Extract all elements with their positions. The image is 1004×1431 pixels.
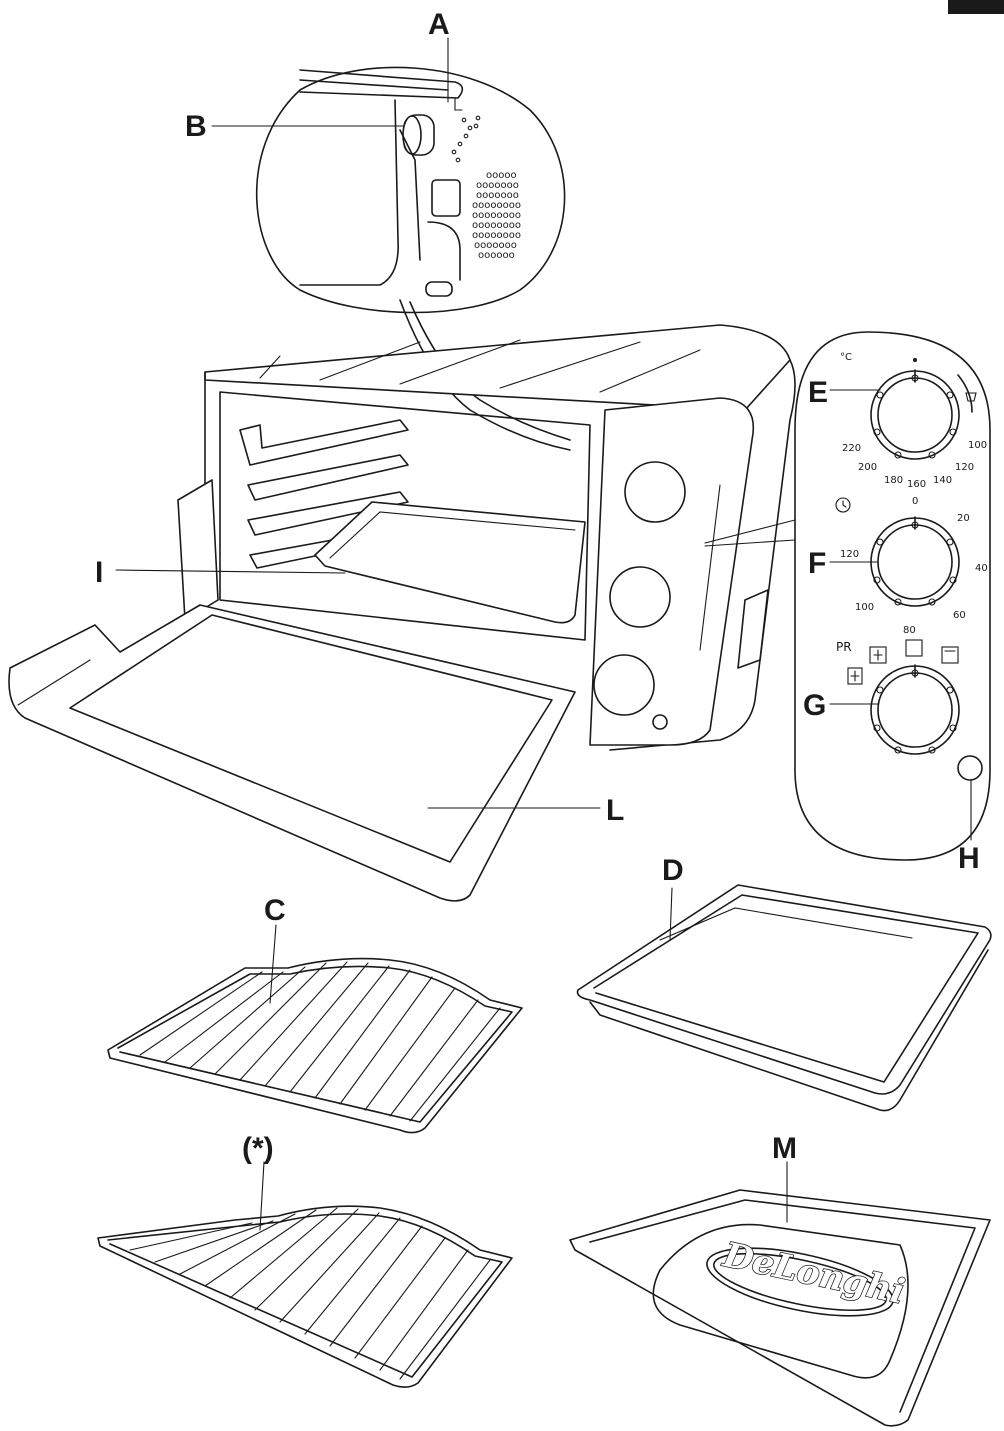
corner-tab [948,0,1004,14]
dial-temperature [870,358,977,460]
timer-120: 120 [840,549,859,560]
defrost-icon [847,667,863,685]
label-e: E [808,376,828,409]
temp-120: 120 [955,462,974,473]
temp-200: 200 [858,462,877,473]
svg-text:oooooooo: oooooooo [472,210,521,221]
timer-60: 60 [953,610,966,621]
svg-text:oooooooo: oooooooo [472,220,521,231]
temp-160: 160 [907,479,926,490]
mode-pr: PR [836,640,852,654]
label-a: A [428,8,450,41]
label-i: I [95,556,103,589]
label-f: F [808,547,826,580]
grille-holes: ooooo ooooooo ooooooo oooooooo oooooooo … [472,170,521,261]
control-panel-zoom: °C 220 200 180 160 140 120 100 0 20 40 6… [704,331,991,861]
timer-80: 80 [903,625,916,636]
label-optional: (*) [242,1132,274,1165]
clock-icon [835,497,851,513]
indicator-light-zoom [957,755,983,781]
temp-140: 140 [933,475,952,486]
baking-tray-d [576,884,992,1112]
label-b: B [185,110,207,143]
wire-rack-optional [97,1205,513,1388]
svg-text:oooooooo: oooooooo [472,200,521,211]
pot-icon [965,392,977,402]
wire-rack-c [107,957,523,1134]
vent-holes [451,115,481,163]
oven-icon [905,639,923,657]
temp-220: 220 [842,443,861,454]
svg-text:ooooooo: ooooooo [474,240,517,251]
knob-middle [609,566,671,628]
fan-icon [869,646,887,664]
leader-lines [115,37,972,1231]
timer-100: 100 [855,602,874,613]
svg-text:ooooo: ooooo [486,170,517,181]
svg-text:oooooo: oooooo [478,250,515,261]
dial-function [870,664,960,755]
crumb-tray-m: DeLonghi [569,1189,991,1427]
label-d: D [662,854,684,887]
oven-door [8,604,576,902]
svg-text:ooooooo: ooooooo [476,190,519,201]
temp-180: 180 [884,475,903,486]
unit-celsius: °C [840,352,852,363]
label-g: G [803,689,826,722]
svg-text:oooooooo: oooooooo [472,230,521,241]
label-h: H [958,842,980,875]
svg-text:ooooooo: ooooooo [476,180,519,191]
timer-40: 40 [975,563,988,574]
knob-top [624,461,686,523]
temp-100: 100 [968,440,987,451]
oven-body [177,324,796,751]
indicator-light [652,714,668,730]
label-m: M [772,1132,797,1165]
label-c: C [264,894,286,927]
knob-bottom [593,654,655,716]
label-l: L [606,794,624,827]
grill-icon [941,646,959,664]
timer-0: 0 [912,496,918,507]
timer-20: 20 [957,513,970,524]
magnified-detail: ooooo ooooooo ooooooo oooooooo oooooooo … [255,66,571,451]
